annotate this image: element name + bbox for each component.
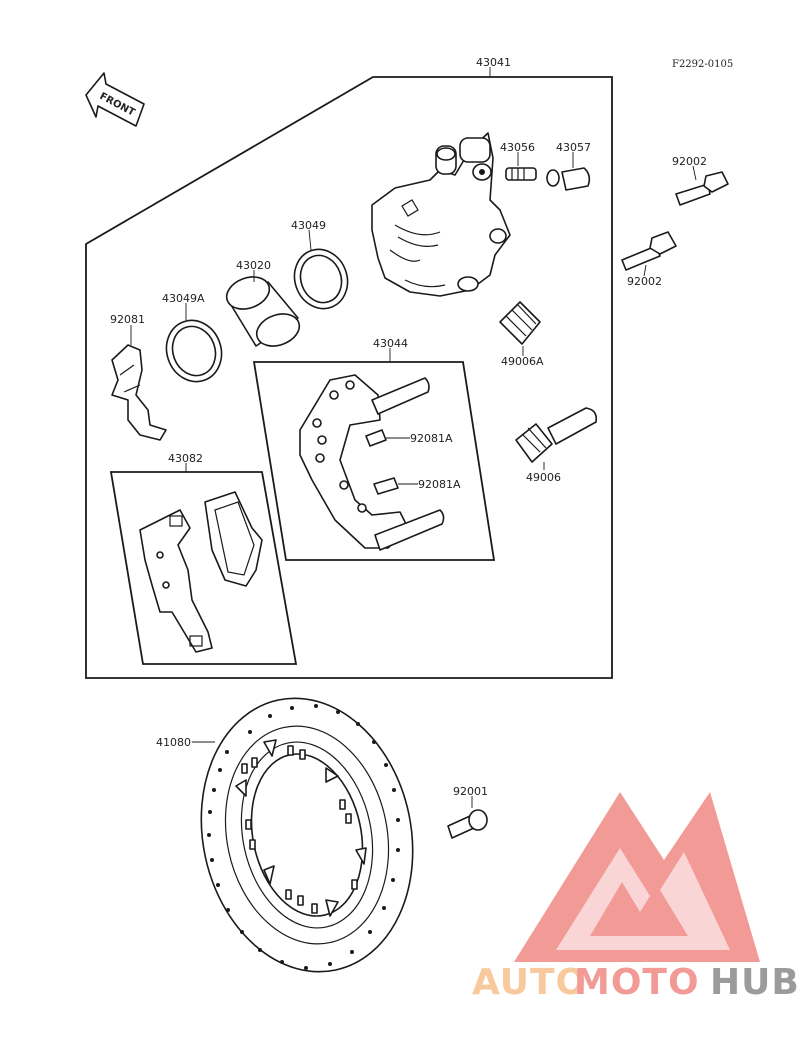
brake-disc: [200, 697, 414, 973]
caliper-body: [371, 132, 511, 297]
label-sleeve-boot: 49006: [526, 471, 561, 484]
dust-seal: [165, 319, 223, 383]
piston-seal: [293, 248, 349, 310]
disc-vent-holes: [207, 704, 400, 970]
label-caliper-assy: 43041: [476, 56, 511, 69]
label-pad-spring-lower: 92081A: [418, 478, 461, 491]
label-dust-seal: 43049A: [162, 292, 205, 305]
brake-pad: [204, 491, 263, 587]
bleeder-valve: [505, 167, 537, 181]
holder-assembly-outline: [252, 361, 496, 561]
label-pad-assy: 43082: [168, 452, 203, 465]
label-holder-assy: 43044: [373, 337, 408, 350]
boot-small: [499, 301, 541, 345]
caliper-holder: [299, 374, 445, 551]
sleeve-boot: [515, 407, 598, 463]
piston: [225, 276, 301, 347]
logo-text-moto: MOTO: [574, 962, 700, 1003]
label-boot-small: 49006A: [501, 355, 544, 368]
automotohub-logo: AUTO MOTO HUB: [472, 792, 800, 1003]
caliper-assembly-outline: [85, 76, 613, 679]
label-bolt-upper: 92002: [672, 155, 707, 168]
label-pad-spring-upper: 92081A: [410, 432, 453, 445]
label-disc: 41080: [156, 736, 191, 749]
disc-bolt: [447, 809, 488, 839]
label-piston-seal: 43049: [291, 219, 326, 232]
brake-pad-shim: [139, 509, 213, 653]
logo-text-auto: AUTO: [472, 962, 587, 1003]
label-piston: 43020: [236, 259, 271, 272]
pad-assembly-outline: [109, 471, 298, 665]
front-arrow-icon: FRONT: [85, 72, 145, 127]
drawing-reference: F2292-0105: [672, 59, 733, 70]
label-bleeder-valve: 43056: [500, 141, 535, 154]
logo-text-hub: HUB: [710, 962, 800, 1003]
spring-clip: [111, 344, 167, 441]
label-spring: 92081: [110, 313, 145, 326]
disc-slots: [235, 739, 367, 917]
bolt-lower: [621, 231, 677, 271]
label-disc-bolt: 92001: [453, 785, 488, 798]
bleeder-cap: [546, 167, 591, 191]
label-bleeder-cap: 43057: [556, 141, 591, 154]
label-bolt-lower: 92002: [627, 275, 662, 288]
bolt-upper: [675, 171, 729, 206]
